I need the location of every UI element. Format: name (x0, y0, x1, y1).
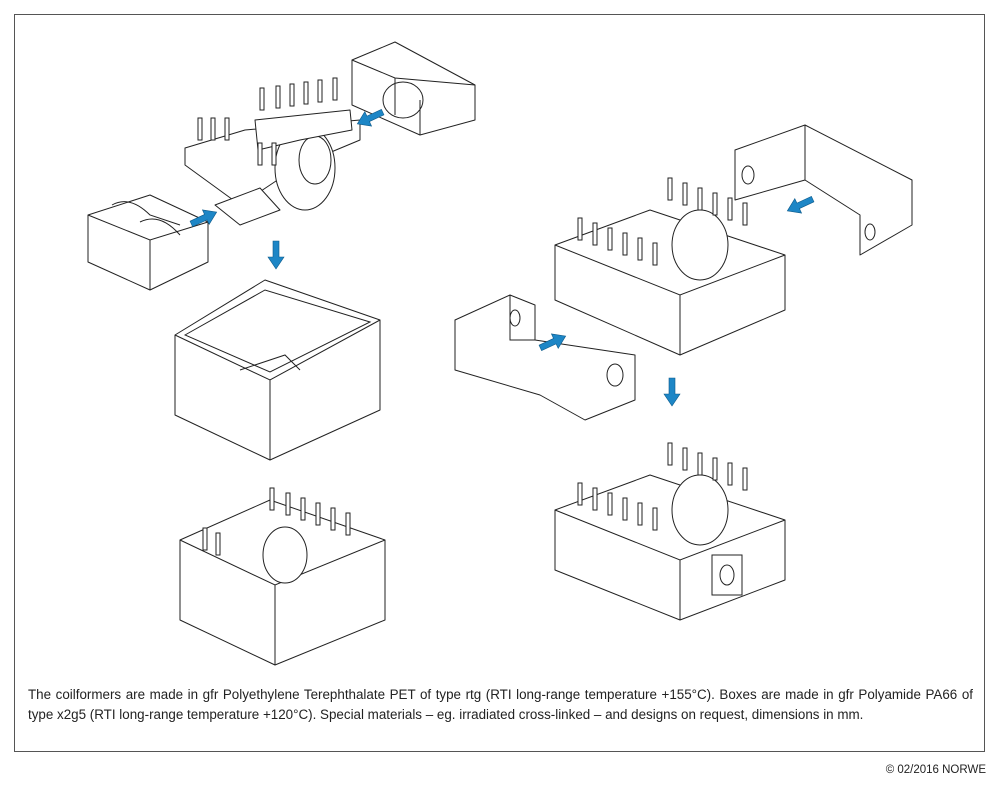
material-note: The coilformers are made in gfr Polyethy… (28, 687, 973, 722)
final-assembly (554, 442, 786, 621)
document-frame (14, 14, 985, 752)
assembly-arrow-icon (267, 240, 285, 270)
clamp-left (454, 294, 636, 421)
core-assembly (554, 177, 786, 356)
assembly-arrow-icon (783, 191, 817, 219)
copyright-notice: © 02/2016 NORWE (885, 764, 986, 776)
coilformer (184, 77, 361, 226)
assembled-box (179, 487, 386, 666)
e-core-left (87, 194, 209, 291)
empty-box (174, 279, 381, 461)
assembly-arrow-icon (663, 377, 681, 407)
clamp-right (734, 124, 913, 256)
